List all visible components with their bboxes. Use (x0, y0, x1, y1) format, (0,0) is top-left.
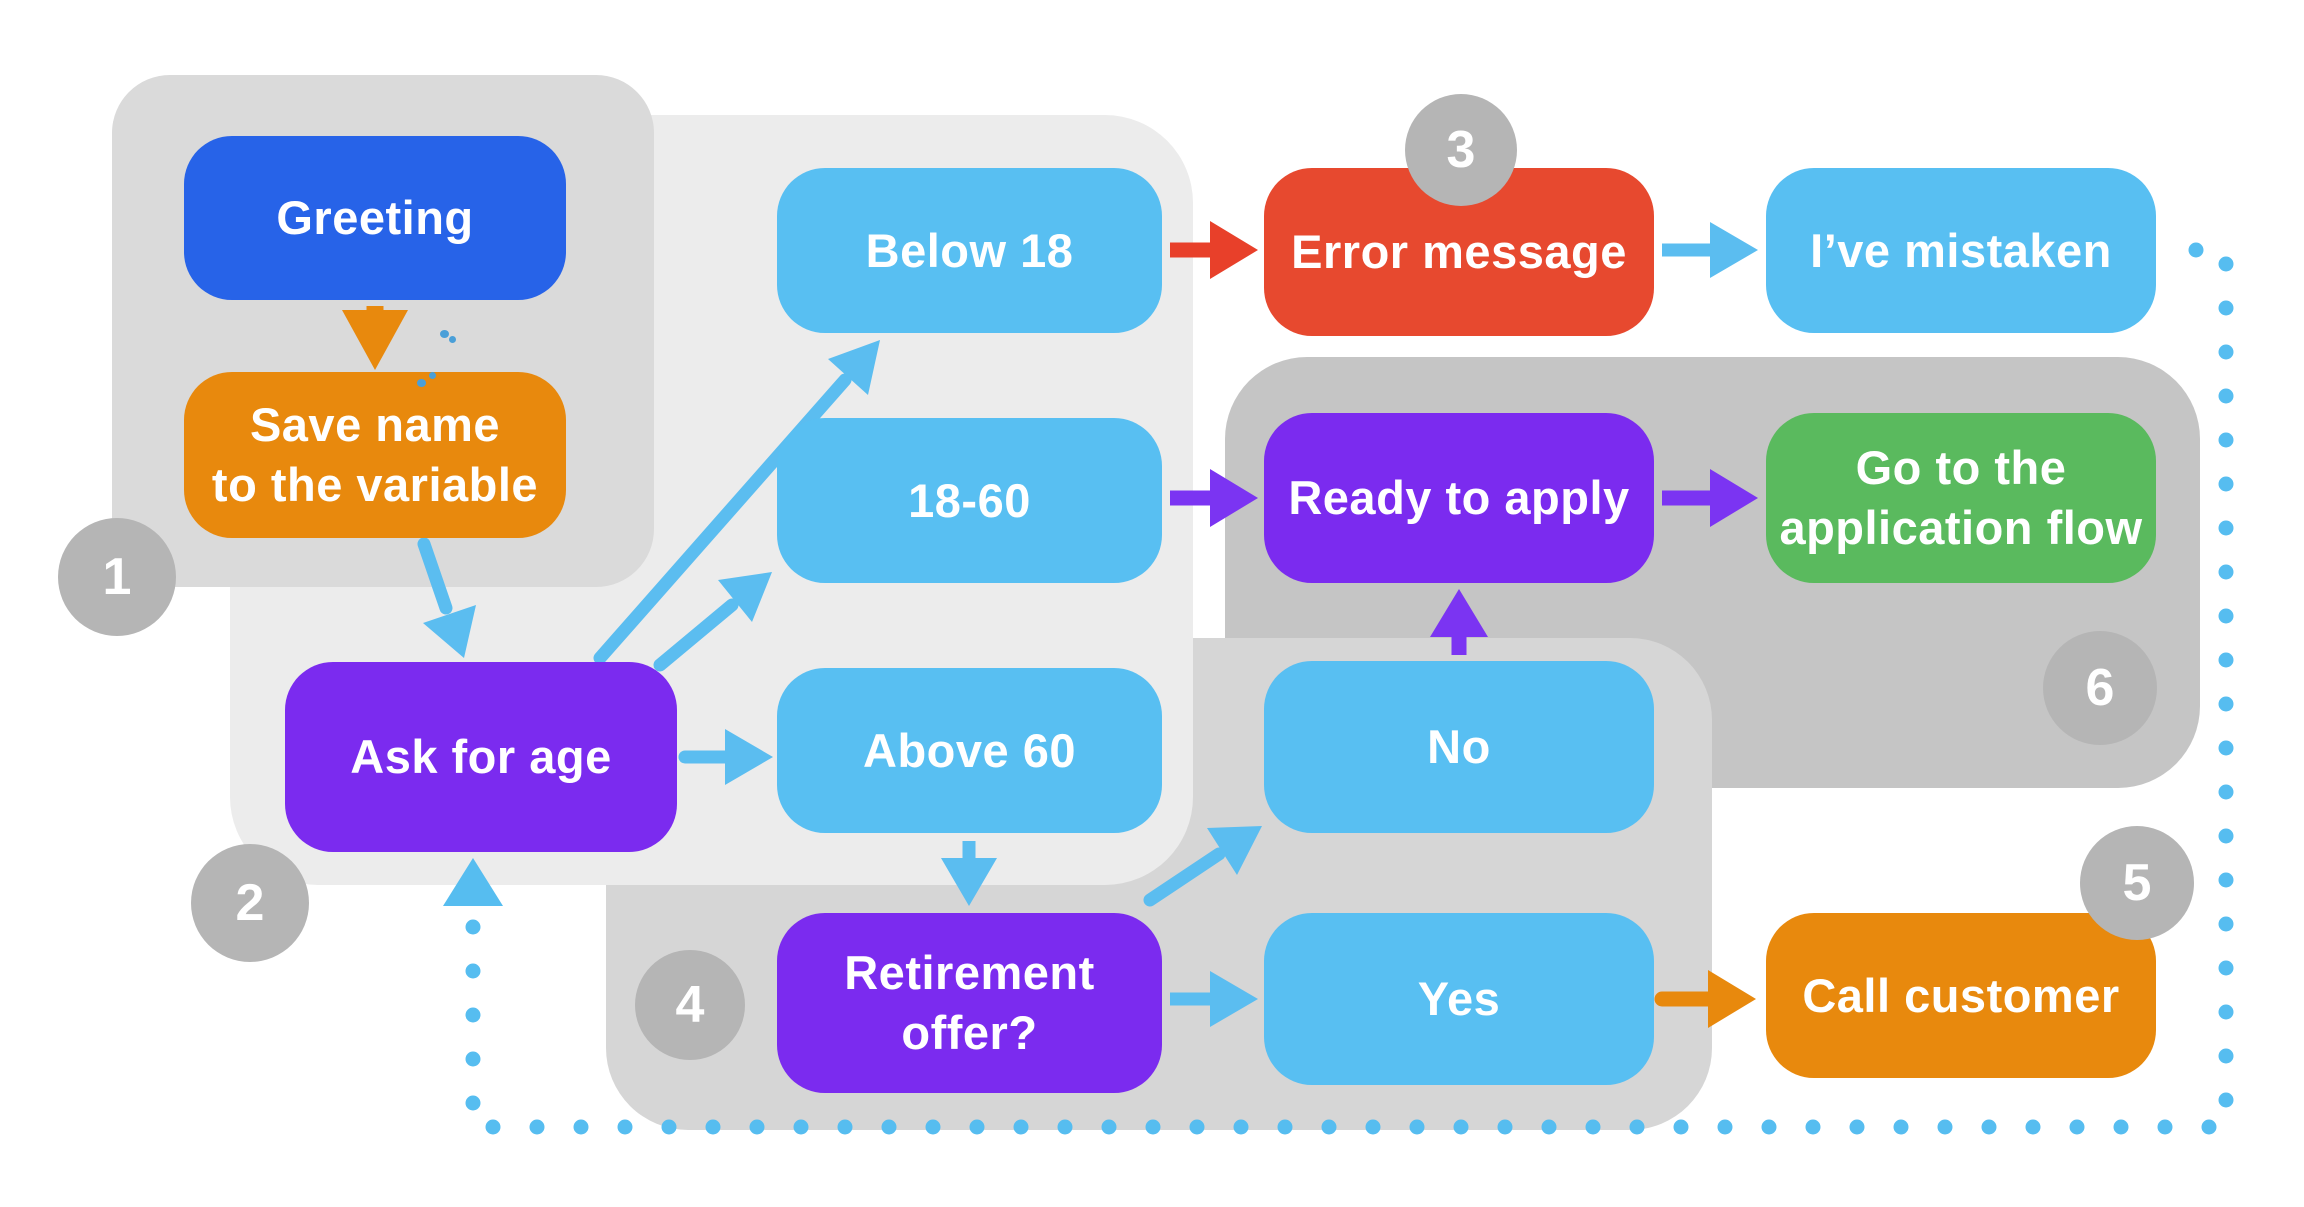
step-badge-1-number: 1 (102, 548, 132, 606)
edge-no-ready-apply (1430, 589, 1488, 655)
step-badge-1: 1 (58, 518, 176, 636)
node-ive-mistaken-label: I’ve mistaken (1810, 223, 2112, 277)
edge-retirement-no (1143, 826, 1262, 907)
node-below-18: Below 18 (777, 168, 1162, 333)
edge-mistaken-ask-age-dotted-loop (443, 242, 2234, 1135)
node-ive-mistaken: I’ve mistaken (1766, 168, 2156, 333)
node-yes-label: Yes (1417, 972, 1501, 1026)
step-badge-5-number: 5 (2122, 854, 2152, 912)
edge-retirement-yes (1170, 971, 1258, 1027)
node-above-60-label: Above 60 (863, 723, 1076, 777)
artifact-dot (449, 336, 456, 343)
node-retirement-offer: Retirement offer? (777, 913, 1162, 1093)
edge-ask-age-above-60 (678, 729, 773, 785)
edge-yes-call-customer (1654, 970, 1756, 1028)
node-ready-to-apply: Ready to apply (1264, 413, 1654, 583)
step-badge-4-number: 4 (675, 976, 705, 1034)
node-no-label: No (1427, 720, 1491, 774)
node-error-message: Error message (1264, 168, 1654, 336)
node-ask-for-age-label: Ask for age (350, 730, 612, 784)
step-badge-3: 3 (1405, 94, 1517, 206)
edge-below-18-error-message (1170, 221, 1258, 279)
node-below-18-label: Below 18 (865, 223, 1074, 277)
step-badge-3-number: 3 (1446, 121, 1476, 179)
node-save-name: Save name to the variable (184, 372, 566, 538)
node-above-60: Above 60 (777, 668, 1162, 833)
node-call-customer: Call customer (1766, 913, 2156, 1078)
edge-greeting-save-name (342, 306, 408, 370)
step-badge-4: 4 (635, 950, 745, 1060)
artifact-dot (440, 330, 449, 338)
node-greeting: Greeting (184, 136, 566, 300)
node-error-message-label: Error message (1291, 225, 1627, 279)
edge-ask-age-18-60 (653, 572, 772, 672)
node-18-60-label: 18-60 (908, 473, 1031, 527)
node-no: No (1264, 661, 1654, 833)
artifact-dot (429, 372, 436, 379)
node-ready-to-apply-label: Ready to apply (1288, 471, 1630, 525)
step-badge-5: 5 (2080, 826, 2194, 940)
artifact-dot (417, 379, 426, 387)
node-yes: Yes (1264, 913, 1654, 1085)
edge-above-60-retirement (941, 841, 997, 906)
node-call-customer-label: Call customer (1802, 968, 2120, 1022)
node-go-to-application-flow: Go to the application flow (1766, 413, 2156, 583)
node-greeting-label: Greeting (276, 191, 474, 245)
node-save-name-label: Save name to the variable (211, 398, 539, 511)
step-badge-2-number: 2 (235, 874, 265, 932)
edge-ready-apply-go-application (1662, 469, 1758, 527)
node-retirement-offer-label: Retirement offer? (844, 946, 1095, 1059)
node-go-to-application-flow-label: Go to the application flow (1779, 441, 2143, 554)
step-badge-2: 2 (191, 844, 309, 962)
step-badge-6-number: 6 (2085, 659, 2115, 717)
edge-18-60-ready-apply (1170, 469, 1258, 527)
edge-error-message-mistaken (1662, 222, 1758, 278)
node-18-60: 18-60 (777, 418, 1162, 583)
step-badge-6: 6 (2043, 631, 2157, 745)
edge-save-name-ask-age (417, 537, 476, 658)
node-ask-for-age: Ask for age (285, 662, 677, 852)
